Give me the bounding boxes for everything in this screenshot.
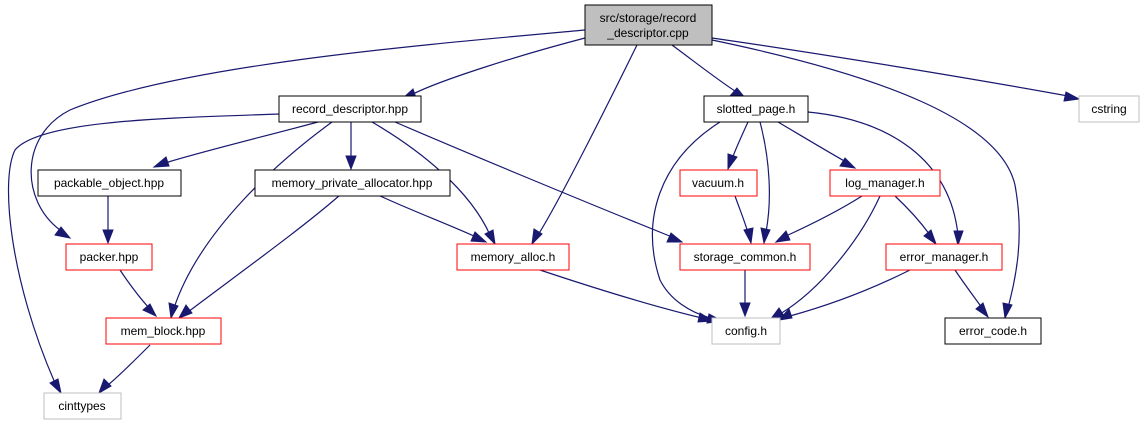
edge-error-manager-to-error-code [954, 269, 989, 319]
node-error-code[interactable]: error_code.h [944, 317, 1042, 345]
node-log-manager[interactable]: log_manager.h [829, 169, 941, 197]
edge-vacuum-to-storage-common [734, 195, 754, 245]
edge-mem-block-to-cinttypes [98, 344, 151, 395]
node-log-manager-label: log_manager.h [845, 176, 924, 190]
edge-record-descriptor-to-memory-private-allocator [345, 122, 357, 171]
node-config[interactable]: config.h [711, 317, 781, 345]
edge-packable-object-to-packer [102, 195, 114, 245]
edge-slotted-page-to-vacuum [727, 121, 749, 171]
nodes: src/storage/record _descriptor.cpp recor… [37, 4, 1140, 420]
node-slotted-page-label: slotted_page.h [717, 102, 796, 116]
edge-record-descriptor-to-storage-common [394, 121, 684, 243]
edge-record-descriptor-to-packable-object [152, 121, 319, 168]
node-packable-object-label: packable_object.hpp [54, 176, 164, 190]
node-error-manager-label: error_manager.h [900, 250, 989, 264]
node-error-code-label: error_code.h [959, 324, 1027, 338]
edge-slotted-page-to-log-manager [777, 121, 857, 169]
edge-root-to-memory-alloc [531, 44, 638, 246]
edge-packer-to-mem-block [119, 269, 158, 318]
node-error-manager[interactable]: error_manager.h [885, 243, 1003, 271]
node-storage-common[interactable]: storage_common.h [679, 243, 811, 271]
edge-root-to-slotted-page [671, 44, 747, 99]
node-packer[interactable]: packer.hpp [65, 243, 153, 271]
edge-root-to-packer [30, 29, 586, 239]
edge-log-manager-to-storage-common [774, 195, 863, 243]
node-memory-alloc-label: memory_alloc.h [471, 250, 556, 264]
node-memory-private-allocator[interactable]: memory_private_allocator.hpp [254, 169, 451, 197]
edges [7, 29, 1081, 395]
node-mem-block-label: mem_block.hpp [121, 324, 206, 338]
edge-record-descriptor-to-mem-block [168, 121, 333, 320]
node-memory-alloc[interactable]: memory_alloc.h [456, 243, 570, 271]
node-record-descriptor[interactable]: record_descriptor.hpp [278, 95, 422, 123]
node-memory-private-allocator-label: memory_private_allocator.hpp [272, 176, 433, 190]
node-mem-block[interactable]: mem_block.hpp [105, 317, 222, 345]
edge-memory-private-allocator-to-mem-block [177, 194, 341, 319]
node-vacuum-label: vacuum.h [692, 176, 744, 190]
edge-root-to-record-descriptor [399, 37, 586, 101]
edge-memory-private-allocator-to-memory-alloc [377, 194, 488, 243]
edge-slotted-page-to-config [651, 121, 724, 324]
edge-root-to-error-code [711, 39, 1020, 320]
edge-memory-alloc-to-config [539, 269, 715, 323]
node-root-file[interactable]: src/storage/record _descriptor.cpp [584, 4, 713, 46]
node-vacuum[interactable]: vacuum.h [679, 169, 758, 197]
edge-log-manager-to-error-manager [894, 195, 937, 246]
edge-record-descriptor-to-cinttypes [7, 113, 280, 395]
node-slotted-page[interactable]: slotted_page.h [703, 95, 809, 123]
node-cinttypes[interactable]: cinttypes [43, 392, 122, 420]
edge-root-to-cstring [711, 37, 1081, 102]
node-cstring[interactable]: cstring [1078, 95, 1140, 123]
node-record-descriptor-label: record_descriptor.hpp [292, 102, 408, 116]
edge-slotted-page-to-storage-common [759, 121, 771, 245]
node-packer-label: packer.hpp [80, 250, 139, 264]
node-cstring-label: cstring [1091, 102, 1126, 116]
node-storage-common-label: storage_common.h [694, 250, 797, 264]
edge-slotted-page-to-error-manager [807, 111, 964, 247]
node-config-label: config.h [725, 324, 767, 338]
node-packable-object[interactable]: packable_object.hpp [37, 169, 182, 197]
node-root-line1: src/storage/record [600, 11, 697, 25]
node-cinttypes-label: cinttypes [58, 399, 105, 413]
edge-storage-common-to-config [739, 270, 751, 318]
edge-error-manager-to-config [777, 269, 911, 321]
node-root-line2: _descriptor.cpp [606, 26, 689, 40]
